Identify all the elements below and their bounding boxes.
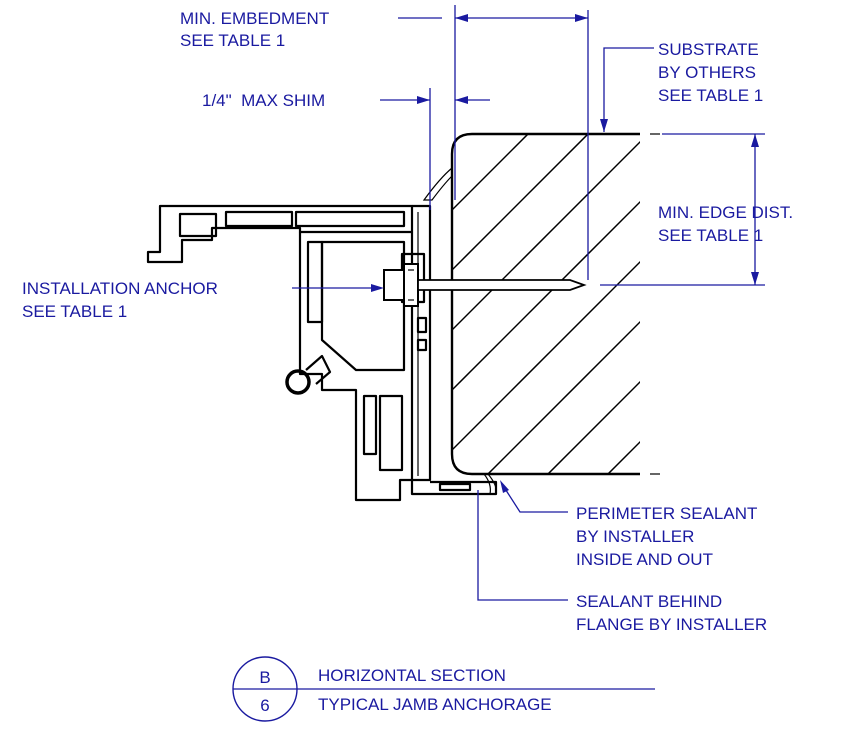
svg-text:FLANGE BY INSTALLER: FLANGE BY INSTALLER: [576, 615, 767, 634]
label-installation-anchor: INSTALLATION ANCHOR SEE TABLE 1: [22, 279, 218, 321]
svg-text:SUBSTRATE: SUBSTRATE: [658, 40, 759, 59]
svg-text:INSTALLATION ANCHOR: INSTALLATION ANCHOR: [22, 279, 218, 298]
label-min-edge-dist: MIN. EDGE DIST. SEE TABLE 1: [658, 203, 793, 245]
svg-text:BY OTHERS: BY OTHERS: [658, 63, 756, 82]
label-substrate: SUBSTRATE BY OTHERS SEE TABLE 1: [658, 40, 763, 105]
substrate-block: [422, 132, 660, 495]
svg-text:SEE TABLE 1: SEE TABLE 1: [658, 226, 763, 245]
label-min-embedment: MIN. EMBEDMENT SEE TABLE 1: [180, 9, 329, 50]
detail-title-block: B 6 HORIZONTAL SECTION TYPICAL JAMB ANCH…: [232, 656, 655, 722]
title-line-2: TYPICAL JAMB ANCHORAGE: [318, 695, 552, 714]
svg-text:1/4" MAX SHIM: 1/4" MAX SHIM: [202, 91, 325, 110]
svg-text:MIN. EDGE DIST.: MIN. EDGE DIST.: [658, 203, 793, 222]
svg-text:SEALANT BEHIND: SEALANT BEHIND: [576, 592, 722, 611]
svg-text:BY INSTALLER: BY INSTALLER: [576, 527, 694, 546]
gasket-bulb: [285, 369, 311, 395]
label-sealant-behind-flange: SEALANT BEHIND FLANGE BY INSTALLER: [576, 592, 767, 634]
dimension-lines: [292, 5, 765, 601]
title-line-1: HORIZONTAL SECTION: [318, 666, 506, 685]
svg-text:MIN. EMBEDMENT: MIN. EMBEDMENT: [180, 9, 329, 28]
window-frame-profile: [146, 204, 498, 502]
label-max-shim: 1/4" MAX SHIM: [202, 91, 325, 110]
label-perimeter-sealant: PERIMETER SEALANT BY INSTALLER INSIDE AN…: [576, 504, 757, 569]
svg-text:INSIDE AND OUT: INSIDE AND OUT: [576, 550, 713, 569]
perimeter-sealant-bead: [483, 473, 497, 495]
svg-text:SEE TABLE 1: SEE TABLE 1: [180, 31, 285, 50]
anchor-screw: [383, 263, 587, 307]
svg-text:SEE TABLE 1: SEE TABLE 1: [658, 86, 763, 105]
shim-sealant-bead: [422, 167, 453, 201]
svg-text:PERIMETER SEALANT: PERIMETER SEALANT: [576, 504, 757, 523]
sheet-number: 6: [260, 696, 269, 715]
detail-letter: B: [259, 668, 270, 687]
substrate-hatching: [452, 134, 640, 474]
svg-text:SEE TABLE 1: SEE TABLE 1: [22, 302, 127, 321]
